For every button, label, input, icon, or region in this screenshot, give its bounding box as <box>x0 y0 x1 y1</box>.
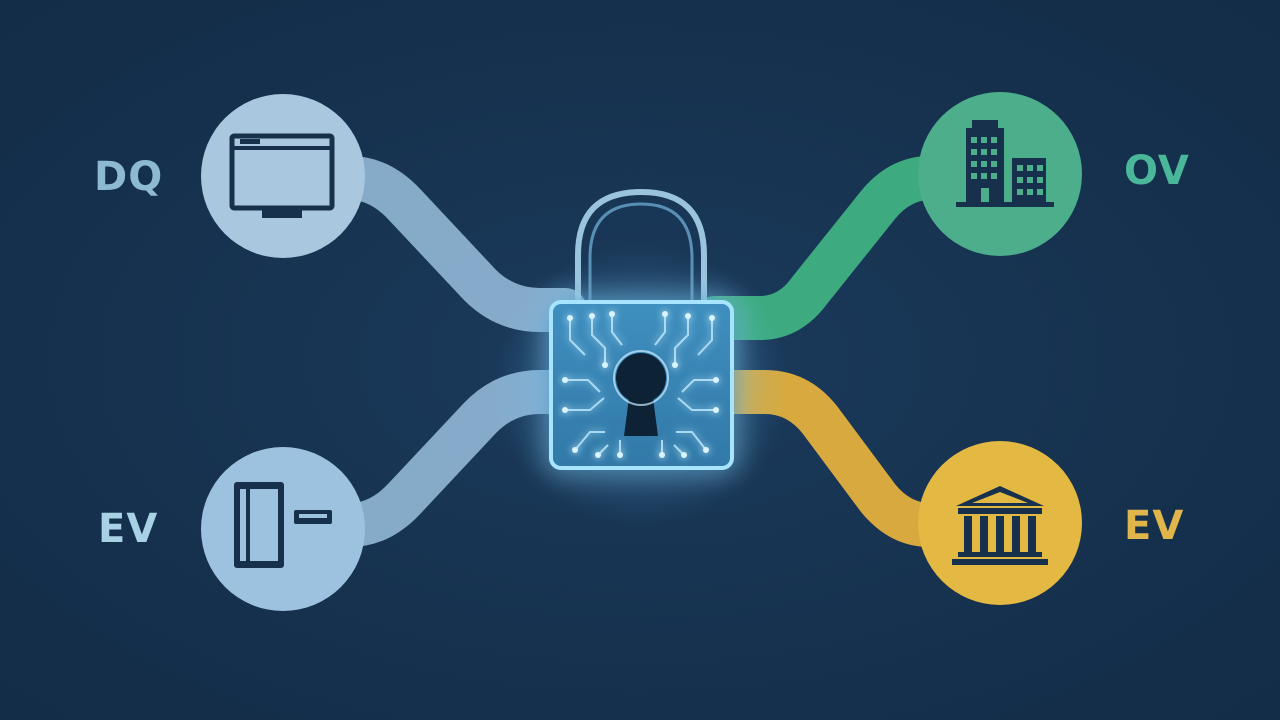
id-card-icon <box>234 482 332 568</box>
lock-shackle <box>575 188 707 302</box>
circuit-padlock-icon <box>491 188 791 525</box>
keyhole-icon <box>613 350 669 436</box>
bank-building-icon <box>952 486 1048 565</box>
circuit-traces <box>565 314 716 456</box>
node-label-ov: OV <box>1124 148 1190 194</box>
node-label-ev-right: EV <box>1124 503 1185 549</box>
node-label-dq: DQ <box>94 154 164 200</box>
browser-window-icon <box>229 133 335 218</box>
circuit-nodes <box>562 311 719 458</box>
connector-top-right <box>693 156 1022 340</box>
node-label-ev-left: EV <box>98 506 159 552</box>
node-circle-top-left <box>201 94 365 258</box>
office-buildings-icon <box>956 120 1054 207</box>
